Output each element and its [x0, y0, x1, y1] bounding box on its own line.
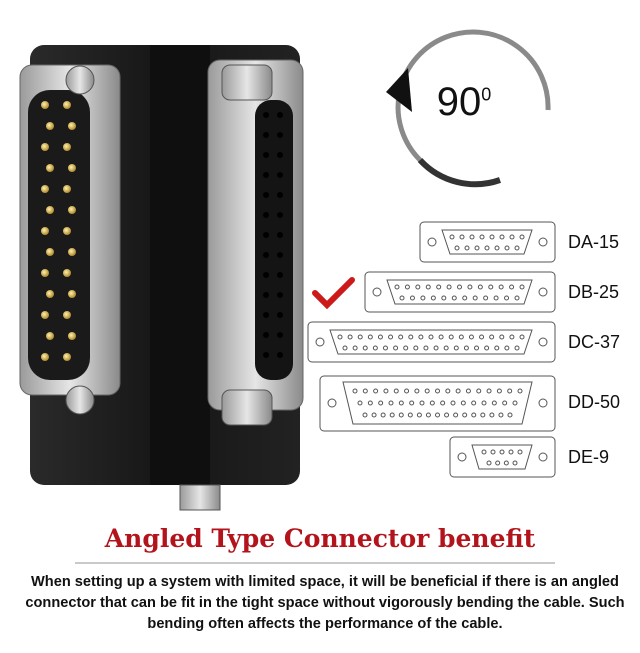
connector-label-de9: DE-9 [568, 447, 610, 467]
connector-dc37 [307, 321, 556, 363]
body-text: When setting up a system with limited sp… [25, 574, 625, 632]
section-heading: Angled Type Connector benefit [104, 524, 536, 553]
rotation-arrow-icon [386, 29, 551, 188]
connector-de9 [449, 436, 556, 478]
connector-pin-dots [337, 234, 525, 466]
connector-adapter [19, 45, 304, 511]
product-photo [19, 29, 556, 511]
heading-divider [75, 562, 555, 564]
male-pins [41, 101, 76, 361]
connector-da15 [419, 221, 556, 263]
connector-dd50 [319, 375, 556, 432]
female-sockets [263, 112, 283, 358]
connector-db25 [364, 271, 556, 313]
connector-label-db25: DB-25 [568, 282, 620, 302]
connector-label-da15: DA-15 [568, 232, 620, 252]
connector-label-dd50: DD-50 [568, 392, 621, 412]
checkmark-icon [312, 277, 355, 310]
angle-label: 900 [436, 80, 492, 124]
connector-label-dc37: DC-37 [568, 332, 621, 352]
